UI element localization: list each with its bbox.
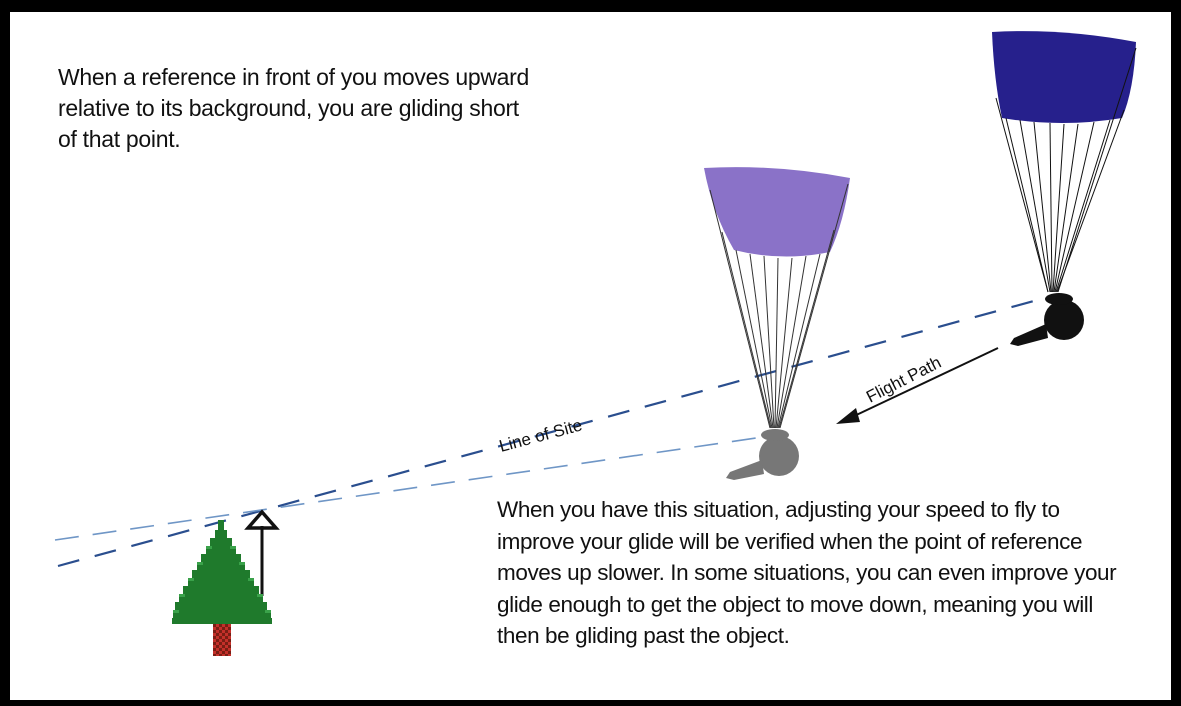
flight-path-arrow-icon xyxy=(836,347,999,424)
tree-trunk xyxy=(213,624,231,656)
line-of-site-label: Line of Site xyxy=(497,415,584,455)
line-of-site xyxy=(57,293,1057,568)
intro-text: When a reference in front of you moves u… xyxy=(58,64,530,152)
rear-canopy xyxy=(992,31,1136,123)
front-canopy xyxy=(704,167,850,257)
sightline-lower xyxy=(54,435,771,541)
paraglider-icon xyxy=(704,167,850,480)
up-arrow-icon xyxy=(244,509,280,596)
front-pilot xyxy=(726,429,799,480)
paraglider-icon xyxy=(992,31,1137,346)
rear-pilot xyxy=(1010,293,1084,346)
situation-text: When you have this situation, adjusting … xyxy=(497,497,1117,649)
pine-tree-icon xyxy=(172,520,272,656)
